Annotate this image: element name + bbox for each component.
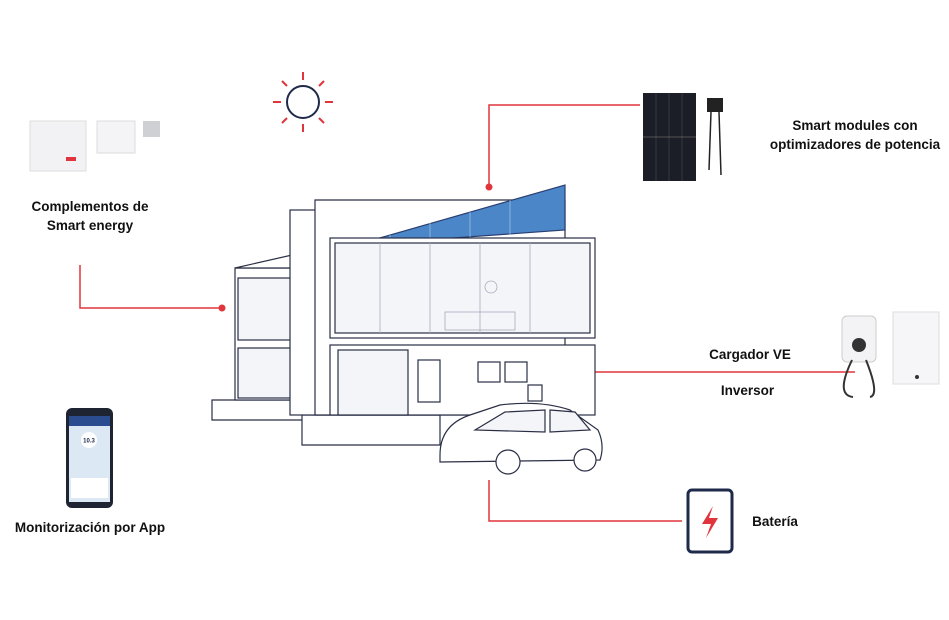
phone-reading: 10.3 xyxy=(83,439,95,445)
phone-app-icon: 10.3 xyxy=(66,408,113,508)
label-line: optimizadores de potencia xyxy=(769,137,941,152)
label-cargador: Cargador VE xyxy=(709,347,791,362)
battery-icon xyxy=(686,488,734,554)
sun-icon xyxy=(273,72,333,132)
label-app: Monitorización por App xyxy=(14,520,166,535)
connector-dot xyxy=(218,304,226,312)
inverter-icon xyxy=(892,311,940,385)
house-illustration xyxy=(211,184,603,475)
solar-panel-icon xyxy=(643,93,723,181)
label-bateria: Batería xyxy=(752,514,798,529)
label-complementos: Complementos de Smart energy xyxy=(20,197,160,235)
label-smart-modules: Smart modules con optimizadores de poten… xyxy=(760,116,949,154)
label-line: Complementos de xyxy=(31,199,149,214)
smart-energy-devices xyxy=(29,120,160,172)
label-inversor: Inversor xyxy=(720,383,775,398)
ev-charger-icon xyxy=(841,315,877,398)
connector-dot xyxy=(485,183,493,191)
label-line: Smart energy xyxy=(46,218,134,233)
label-line: Smart modules con xyxy=(792,118,918,133)
